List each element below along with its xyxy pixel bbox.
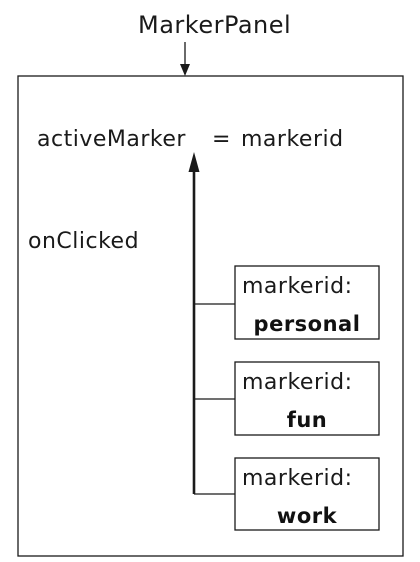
marker-key: markerid: <box>242 466 352 491</box>
event-flow-arrow <box>188 152 200 494</box>
event-label: onClicked <box>28 229 139 254</box>
assignment-value: markerid <box>241 127 344 152</box>
marker-value: personal <box>254 312 361 336</box>
assignment-operator: = <box>212 127 231 152</box>
marker-box-fun: markerid: fun <box>234 361 380 436</box>
marker-key: markerid: <box>242 274 352 299</box>
assignment-target: activeMarker <box>37 127 186 152</box>
marker-value: work <box>277 504 338 528</box>
marker-key: markerid: <box>242 370 352 395</box>
marker-box-work: markerid: work <box>234 457 380 531</box>
panel-title: MarkerPanel <box>138 11 291 39</box>
marker-box-personal: markerid: personal <box>234 265 380 340</box>
marker-value: fun <box>287 408 328 432</box>
title-to-panel-arrow <box>180 42 190 76</box>
panel-box <box>17 75 404 557</box>
